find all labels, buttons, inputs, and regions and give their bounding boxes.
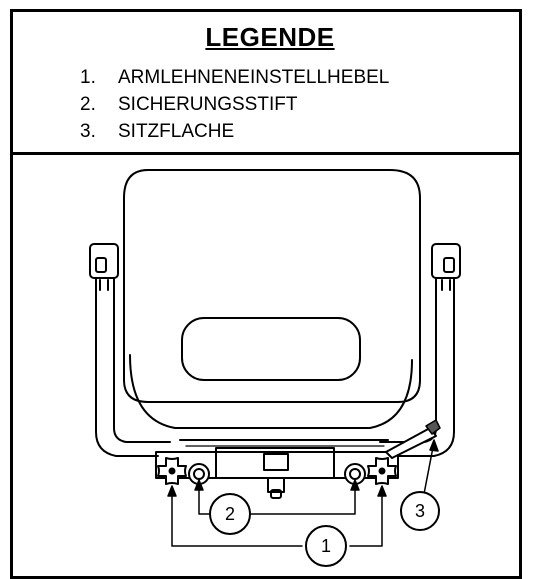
legend-item-3: 3. SITZFLACHE [80,118,389,145]
right-lever-knob [367,457,397,485]
lumbar-pad [181,317,361,381]
callout-label-2: 2 [225,504,235,524]
callout-label-1: 1 [321,536,331,556]
legend-divider [10,152,522,155]
seat-handle [385,419,441,459]
legend-item-number: 2. [80,94,96,115]
left-armrest [89,243,171,457]
legend-item-1: 1. ARMLEHNENEINSTELLHEBEL [80,64,389,91]
legend-item-label: SICHERUNGSSTIFT [118,94,298,115]
legend-item-label: ARMLEHNENEINSTELLHEBEL [118,67,390,88]
legend-list: 1. ARMLEHNENEINSTELLHEBEL 2. SICHERUNGSS… [80,64,389,145]
seat-backrest [123,169,421,403]
legend-item-number: 1. [80,67,96,88]
seat-cushion [129,354,413,429]
callout-label-3: 3 [415,501,425,521]
callout-circle-1 [305,525,347,567]
legend-item-label: SITZFLACHE [118,121,235,142]
legend-item-number: 3. [80,121,96,142]
callout-circle-2 [209,493,251,535]
base-plate [155,447,399,499]
callout-circle-3 [400,491,440,531]
legend-title: LEGENDE [205,22,335,52]
legend-item-2: 2. SICHERUNGSSTIFT [80,91,389,118]
leader-lines [167,439,439,547]
left-lever-knob [157,457,187,485]
